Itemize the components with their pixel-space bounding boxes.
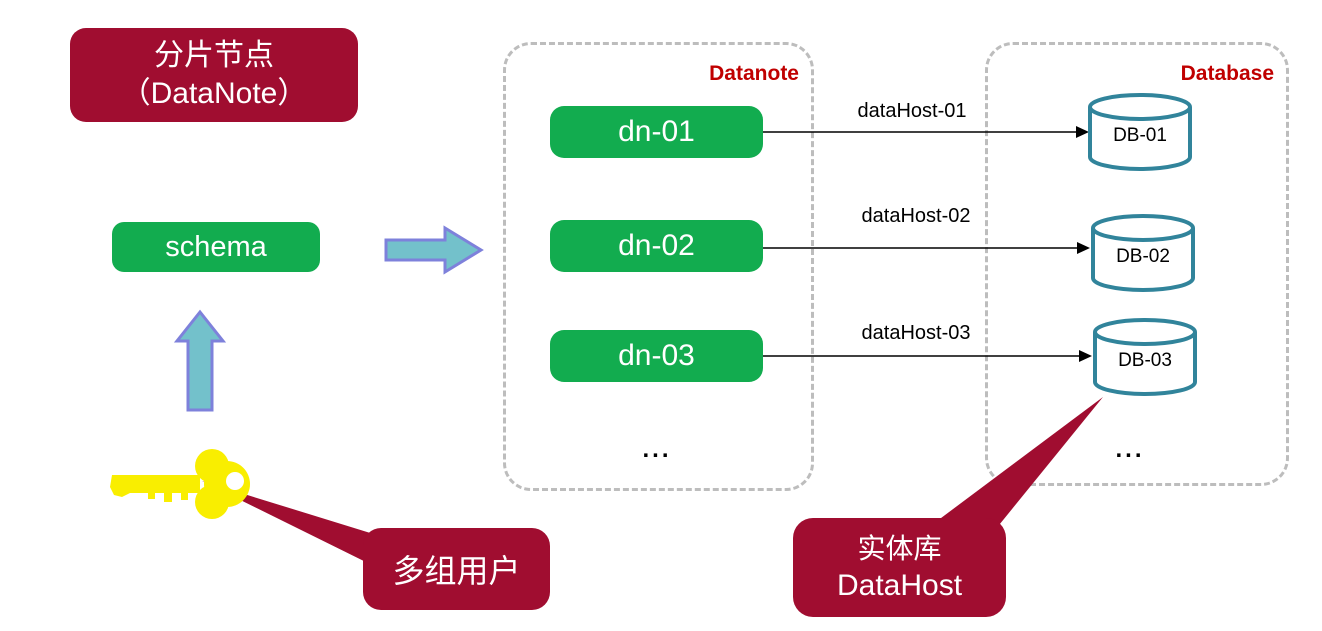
datanote-group-label: Datanote xyxy=(709,62,799,85)
connector-dn01-db01 xyxy=(763,126,1089,138)
schema-label: schema xyxy=(165,230,267,263)
arrowhead-icon xyxy=(1077,242,1090,254)
db-03-label: DB-03 xyxy=(1118,350,1172,371)
node-dn-01: dn-01 xyxy=(550,106,763,158)
arrowhead-icon xyxy=(1076,126,1089,138)
database-ellipsis: ... xyxy=(1115,436,1145,463)
database-group-label: Database xyxy=(1180,62,1274,85)
link-label-datahost-02: dataHost-02 xyxy=(861,205,971,227)
key-icon xyxy=(110,449,250,519)
users-callout-label: 多组用户 xyxy=(392,553,521,589)
db-01-label: DB-01 xyxy=(1113,125,1167,146)
dn-02-label: dn-02 xyxy=(618,229,695,262)
up-block-arrow-icon xyxy=(173,309,227,412)
node-dn-02: dn-02 xyxy=(550,220,763,272)
title-line2: （DataNote） xyxy=(120,77,308,110)
callout-pointer xyxy=(925,397,1103,530)
datanote-group: Datanote xyxy=(503,42,814,491)
schema-box: schema xyxy=(112,222,320,272)
right-block-arrow-icon xyxy=(384,225,484,275)
database-group: Database xyxy=(985,42,1289,486)
datahost-callout-line1: 实体库 xyxy=(857,533,942,565)
datanote-ellipsis: ... xyxy=(642,436,672,463)
dn-01-label: dn-01 xyxy=(618,115,695,148)
connector-dn02-db02 xyxy=(763,242,1090,254)
database-cylinder-icon xyxy=(1093,318,1197,396)
node-dn-03: dn-03 xyxy=(550,330,763,382)
title-line1: 分片节点 xyxy=(154,39,274,72)
datahost-callout: 实体库 DataHost xyxy=(793,518,1006,617)
database-db-02: DB-02 xyxy=(1089,214,1197,292)
link-label-datahost-01: dataHost-01 xyxy=(857,100,967,122)
database-cylinder-icon xyxy=(1091,214,1195,292)
users-callout: 多组用户 xyxy=(363,528,550,610)
connector-dn03-db03 xyxy=(763,350,1092,362)
database-cylinder-icon xyxy=(1088,93,1192,171)
arrowhead-icon xyxy=(1079,350,1092,362)
dn-03-label: dn-03 xyxy=(618,339,695,372)
title-box: 分片节点 （DataNote） xyxy=(70,28,358,122)
database-db-01: DB-01 xyxy=(1086,93,1194,171)
datahost-callout-line2: DataHost xyxy=(836,568,963,602)
link-label-datahost-03: dataHost-03 xyxy=(861,322,971,344)
db-02-label: DB-02 xyxy=(1116,246,1170,267)
callout-pointer xyxy=(202,481,382,570)
database-db-03: DB-03 xyxy=(1091,318,1199,396)
